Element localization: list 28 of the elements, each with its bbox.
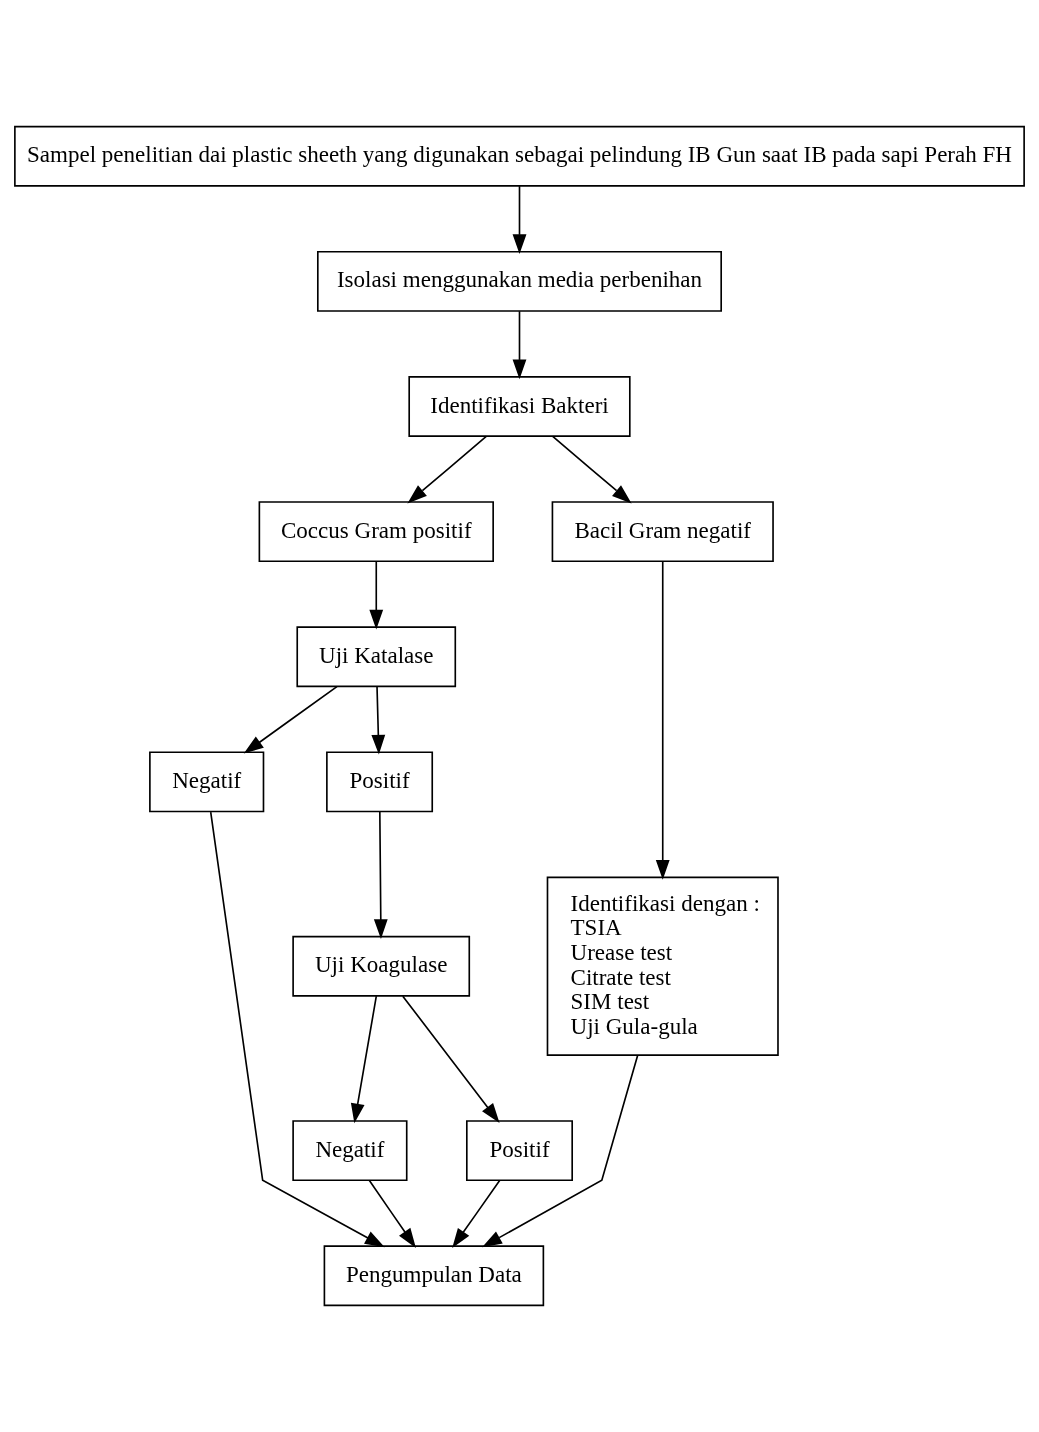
arrow <box>373 810 388 939</box>
arrow <box>209 811 385 1248</box>
node-box: Coccus Gram positif <box>258 501 494 563</box>
node-box: Uji Koagulase <box>292 935 471 997</box>
node-box: Negatif <box>149 751 265 813</box>
arrow <box>551 435 632 504</box>
node-box: Uji Katalase <box>296 626 457 688</box>
node-box: Identifikasi dengan : TSIA Urease test Citrate test SIM test Uji Gula-gula <box>546 876 779 1056</box>
arrow <box>407 435 488 504</box>
arrow <box>368 1179 416 1249</box>
node-box: Pengumpulan Data <box>323 1245 545 1307</box>
node-box: Identifikasi Bakteri <box>408 376 631 437</box>
arrow <box>369 560 384 630</box>
node-box: Bacil Gram negatif <box>551 501 774 563</box>
arrow <box>350 995 378 1124</box>
node-box: Sampel penelitian dai plastic sheeth yang digunakan sebagai pelindung IB Gun saat IB pada sapi Perah FH <box>14 125 1025 187</box>
arrow <box>512 185 527 255</box>
arrow <box>401 995 500 1123</box>
arrow <box>243 685 338 754</box>
arrow <box>512 310 527 380</box>
arrow <box>482 1054 639 1248</box>
arrow <box>371 685 386 755</box>
node-box: Positif <box>326 751 434 813</box>
arrow <box>452 1179 501 1249</box>
arrow <box>655 560 670 880</box>
node-box: Negatif <box>292 1120 408 1182</box>
node-box: Positif <box>466 1120 573 1182</box>
node-box: Isolasi menggunakan media perbenihan <box>317 250 722 312</box>
